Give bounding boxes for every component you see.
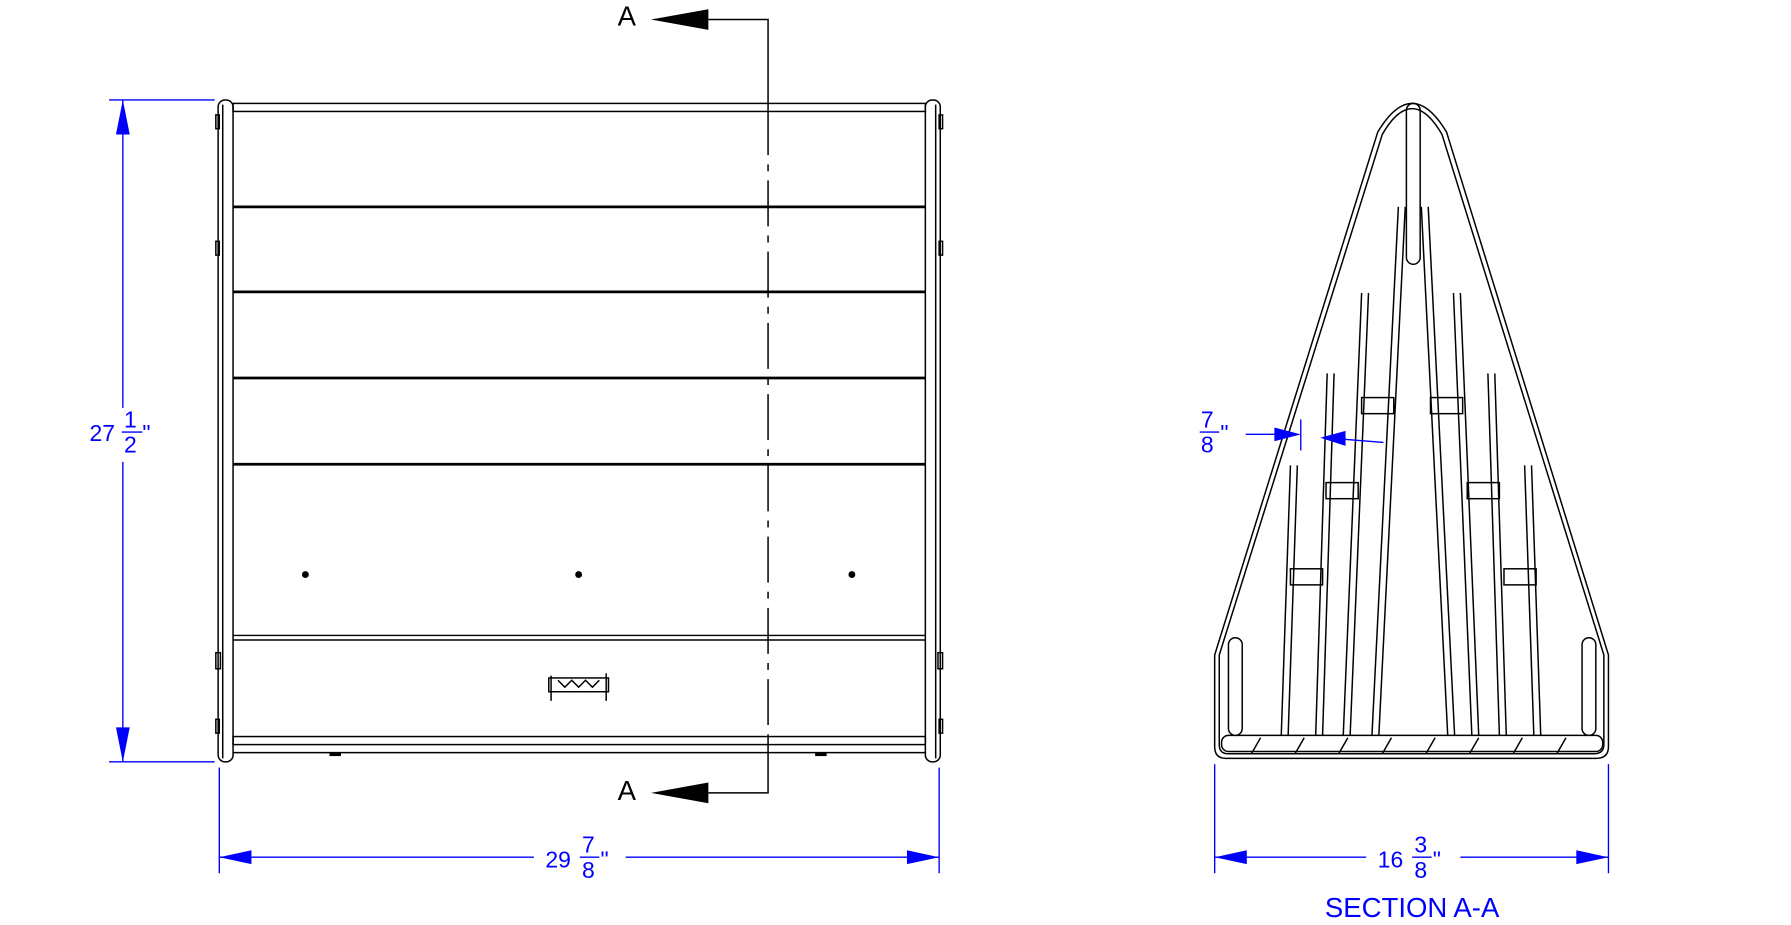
- svg-text:": ": [142, 420, 150, 446]
- svg-text:7: 7: [582, 832, 595, 858]
- svg-text:16: 16: [1378, 847, 1404, 873]
- svg-text:8: 8: [582, 857, 595, 883]
- base-plate: [1220, 734, 1604, 753]
- section-cut-line: A A: [618, 0, 769, 806]
- svg-text:": ": [1220, 420, 1228, 446]
- svg-text:8: 8: [1414, 857, 1427, 883]
- spacing-dimension: 7 8 ": [1199, 406, 1384, 458]
- section-title: SECTION A-A: [1325, 892, 1500, 923]
- bottom-rail: [232, 735, 927, 746]
- top-rail: [232, 102, 927, 113]
- section-marker-bottom: A: [618, 775, 637, 806]
- svg-text:1: 1: [124, 406, 137, 432]
- bolt-hole: [575, 571, 583, 578]
- section-marker-top: A: [618, 0, 637, 31]
- arrow-left-icon: [650, 782, 709, 804]
- front-view: [215, 99, 944, 763]
- svg-text:29: 29: [545, 847, 571, 873]
- section-width-dimension: 16 3 8 ": [1213, 764, 1610, 883]
- bolt-hole: [848, 571, 856, 578]
- svg-text:": ": [600, 847, 608, 873]
- arrow-left-icon: [650, 9, 709, 30]
- svg-text:3: 3: [1414, 832, 1427, 858]
- height-dimension: 27 1 2 ": [90, 99, 215, 763]
- svg-text:7: 7: [1201, 406, 1214, 432]
- section-view: [1213, 102, 1610, 760]
- bolt-hole: [301, 571, 309, 578]
- svg-text:": ": [1433, 847, 1441, 873]
- width-dimension: 29 7 8 ": [218, 767, 940, 883]
- left-post: [217, 99, 234, 763]
- logo-plate-icon: [548, 673, 610, 701]
- svg-text:27: 27: [90, 420, 116, 446]
- center-divider: [1405, 102, 1421, 266]
- svg-text:2: 2: [124, 432, 137, 458]
- svg-text:8: 8: [1201, 432, 1214, 458]
- right-post: [924, 99, 942, 763]
